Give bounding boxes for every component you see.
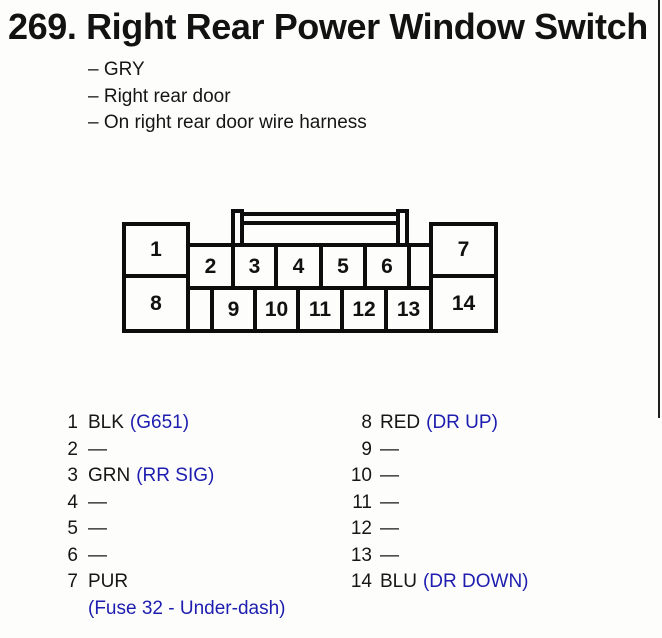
wire-note: (DR UP)	[426, 412, 498, 433]
pin-number: 5	[67, 518, 78, 539]
pin-number: 7	[67, 571, 78, 592]
pin-row-14: 14 BLU (DR DOWN)	[338, 569, 529, 596]
scan-edge-artifact	[658, 0, 660, 418]
connector-cavity-6: 6	[363, 243, 411, 290]
pin-number: 9	[361, 438, 372, 460]
connector-cavity-13: 13	[384, 286, 433, 333]
connector-cavity-14: 14	[429, 274, 498, 333]
wire-color: —	[380, 544, 399, 566]
pin-row-10: 10 —	[338, 463, 529, 490]
wire-color: GRN	[88, 465, 131, 486]
pin-number: 8	[361, 412, 372, 433]
pinout-left-column: 1 BLK (G651) 2 — 3 GRN (RR SIG) 4 — 5 — …	[50, 410, 285, 622]
pin-row-2: 2 —	[50, 437, 285, 464]
note-line: – On right rear door wire harness	[88, 112, 367, 133]
wire-color: PUR	[88, 571, 129, 592]
connector-cavity-9: 9	[210, 286, 257, 333]
connector-cavity-8: 8	[122, 274, 190, 333]
wire-color: —	[380, 438, 399, 460]
wire-color: —	[88, 438, 107, 460]
pin-number: 6	[67, 544, 78, 566]
wire-color: —	[88, 491, 107, 513]
pin-row-9: 9 —	[338, 437, 529, 464]
pin-row-8: 8 RED (DR UP)	[338, 410, 529, 437]
connector-cavity-2: 2	[186, 243, 235, 290]
connector-cavity-7: 7	[429, 222, 498, 278]
connector-cavity-5: 5	[319, 243, 367, 290]
pin-row-11: 11 —	[338, 490, 529, 517]
connector-cavity-1: 1	[122, 222, 190, 278]
wire-color: —	[380, 465, 399, 486]
wire-color: —	[380, 491, 399, 513]
wire-color: —	[88, 544, 107, 566]
pin-row-1: 1 BLK (G651)	[50, 410, 285, 437]
pin-number: 3	[67, 465, 78, 486]
connector-cavity-12: 12	[340, 286, 388, 333]
connector-cavity-4: 4	[274, 243, 323, 290]
wire-note: (DR DOWN)	[422, 571, 529, 592]
connector-cavity-11: 11	[296, 286, 344, 333]
pin-row-3: 3 GRN (RR SIG)	[50, 463, 285, 490]
wire-color: —	[380, 518, 399, 539]
lock-tab-bar	[240, 212, 400, 225]
wire-color: RED	[380, 412, 421, 433]
wire-note: (RR SIG)	[136, 465, 215, 486]
lock-tab-post-right	[396, 209, 409, 247]
pin-number: 4	[67, 491, 78, 513]
pin-row-5: 5 —	[50, 516, 285, 543]
connector-notes: – GRY – Right rear door – On right rear …	[88, 57, 367, 137]
pin-number: 12	[350, 518, 372, 539]
pin-row-4: 4 —	[50, 490, 285, 517]
wire-color: BLU	[380, 571, 417, 592]
wire-color: BLK	[88, 412, 124, 433]
connector-diagram: 1 7 8 14 2 3 4 5 6 9 10 11 12 13	[122, 209, 498, 333]
pin-row-7: 7 PUR	[50, 569, 285, 596]
wire-note: (G651)	[129, 412, 190, 433]
pin-number: 11	[352, 491, 372, 513]
pin-number: 2	[67, 438, 78, 460]
section-title: 269. Right Rear Power Window Switch	[8, 6, 648, 47]
lock-tab-post-left	[231, 209, 244, 247]
pinout-right-column: 8 RED (DR UP) 9 — 10 — 11 — 12 — 13 — 14…	[338, 410, 529, 596]
note-line: – GRY	[88, 59, 145, 80]
pin-row-13: 13 —	[338, 543, 529, 570]
wire-color: —	[88, 518, 107, 539]
pin-number: 1	[67, 412, 78, 433]
pin-number: 13	[350, 544, 372, 566]
note-line: – Right rear door	[88, 85, 231, 107]
pin-row-6: 6 —	[50, 543, 285, 570]
connector-cavity-3: 3	[231, 243, 278, 290]
pin-number: 14	[350, 571, 372, 592]
pin-7-fuse-note: (Fuse 32 - Under-dash)	[88, 597, 286, 619]
pin-row-12: 12 —	[338, 516, 529, 543]
connector-cavity-10: 10	[253, 286, 300, 333]
pin-number: 10	[350, 465, 372, 486]
connector-blank-cavity	[407, 243, 433, 290]
